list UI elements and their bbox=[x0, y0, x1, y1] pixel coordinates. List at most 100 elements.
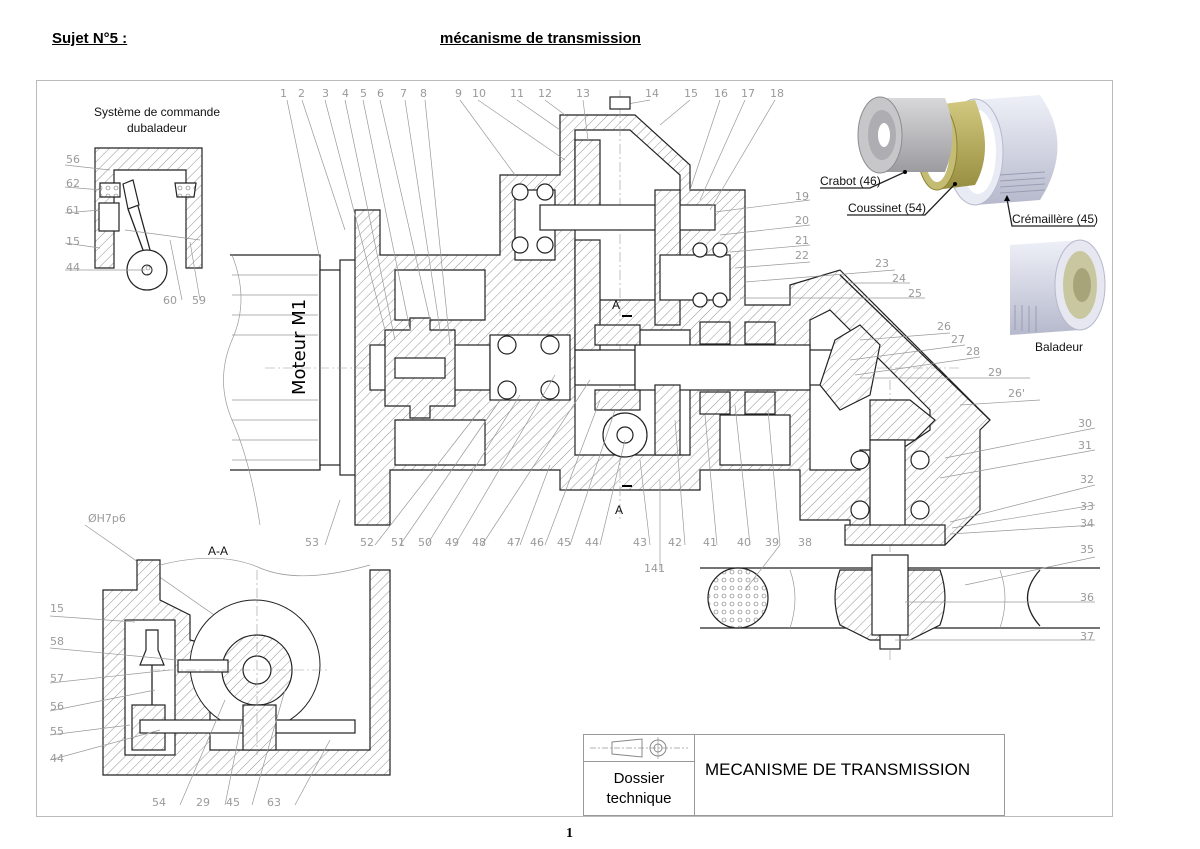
coussinet-label: Coussinet (54) bbox=[848, 201, 926, 215]
section-mark-bottom: A bbox=[615, 503, 623, 517]
title-block: Dossier technique MECANISME DE TRANSMISS… bbox=[583, 734, 1005, 816]
top-part-numbers: 1 2 3 4 5 6 7 8 9 10 11 12 13 14 15 16 1… bbox=[280, 87, 784, 100]
part-number: 45 bbox=[557, 536, 571, 549]
part-number: 63 bbox=[267, 796, 281, 809]
part-number: 48 bbox=[472, 536, 486, 549]
dossier-line-1: Dossier bbox=[613, 769, 665, 787]
part-number: 54 bbox=[152, 796, 166, 809]
motor-label: Moteur M1 bbox=[289, 299, 310, 395]
part-number: 15 bbox=[66, 235, 80, 248]
part-number: 17 bbox=[741, 87, 755, 100]
part-number: 3 bbox=[322, 87, 329, 100]
part-number: 23 bbox=[875, 257, 889, 270]
drawing-name: MECANISME DE TRANSMISSION bbox=[705, 760, 971, 779]
part-number: 56 bbox=[50, 700, 64, 713]
section-title: A-A bbox=[208, 544, 228, 558]
part-number: 37 bbox=[1080, 630, 1094, 643]
part-number: 24 bbox=[892, 272, 906, 285]
part-number: 40 bbox=[737, 536, 751, 549]
part-number: 26 bbox=[937, 320, 951, 333]
control-system-title-1: Système de commande bbox=[94, 105, 220, 119]
part-number: 51 bbox=[391, 536, 405, 549]
part-number: 60 bbox=[163, 294, 177, 307]
part-number: 1 bbox=[280, 87, 287, 100]
part-number: 49 bbox=[445, 536, 459, 549]
part-number: 14 bbox=[645, 87, 659, 100]
control-system-view: Système de commande dubaladeur 56 62 61 … bbox=[64, 105, 220, 307]
part-number: 39 bbox=[765, 536, 779, 549]
control-system-title-2: dubaladeur bbox=[127, 121, 187, 135]
part-number: 44 bbox=[50, 752, 64, 765]
dossier-technique-label: Dossier technique bbox=[584, 762, 694, 815]
part-number: 30 bbox=[1078, 417, 1092, 430]
part-number: 53 bbox=[305, 536, 319, 549]
crabot-label: Crabot (46) bbox=[820, 174, 881, 188]
part-number: 56 bbox=[66, 153, 80, 166]
part-number: 36 bbox=[1080, 591, 1094, 604]
part-number: 16 bbox=[714, 87, 728, 100]
part-number: 15 bbox=[50, 602, 64, 615]
gear-train: A A bbox=[511, 139, 731, 517]
part-number: 11 bbox=[510, 87, 524, 100]
part-number: 42 bbox=[668, 536, 682, 549]
part-number: 12 bbox=[538, 87, 552, 100]
dossier-line-2: technique bbox=[606, 789, 672, 807]
part-number: 61 bbox=[66, 204, 80, 217]
projection-symbol-icon bbox=[584, 735, 694, 762]
part-number: 57 bbox=[50, 672, 64, 685]
part-number: 45 bbox=[226, 796, 240, 809]
part-number: 13 bbox=[576, 87, 590, 100]
part-number: 52 bbox=[360, 536, 374, 549]
part-number: 58 bbox=[50, 635, 64, 648]
page-number: 1 bbox=[566, 826, 573, 841]
part-number: 141 bbox=[644, 562, 665, 575]
drawing-frame bbox=[36, 80, 1113, 817]
section-mark-top: A bbox=[612, 298, 620, 312]
part-number: 41 bbox=[703, 536, 717, 549]
part-number: 31 bbox=[1078, 439, 1092, 452]
part-number: 27 bbox=[951, 333, 965, 346]
right-part-numbers: 19 20 21 22 23 24 25 26 27 28 29 26' 30 … bbox=[795, 190, 1094, 643]
part-number: 59 bbox=[192, 294, 206, 307]
part-number: 18 bbox=[770, 87, 784, 100]
fit-annotation: ØH7p6 bbox=[88, 512, 126, 525]
bottom-part-numbers: 53 52 51 50 49 48 47 46 45 44 43 141 42 … bbox=[305, 536, 812, 575]
part-number: 15 bbox=[684, 87, 698, 100]
motor-m1: Moteur M1 bbox=[223, 254, 361, 526]
cremaillere-label: Crémaillère (45) bbox=[1012, 212, 1098, 226]
part-number: 32 bbox=[1080, 473, 1094, 486]
part-number: 22 bbox=[795, 249, 809, 262]
part-number: 20 bbox=[795, 214, 809, 227]
part-number: 35 bbox=[1080, 543, 1094, 556]
right-leaders bbox=[714, 199, 1096, 641]
title-block-left: Dossier technique bbox=[584, 735, 695, 815]
part-number: 38 bbox=[798, 536, 812, 549]
part-number: 62 bbox=[66, 177, 80, 190]
part-number: 2 bbox=[298, 87, 305, 100]
bottom-leaders bbox=[324, 374, 781, 591]
part-number: 43 bbox=[633, 536, 647, 549]
baladeur-label: Baladeur bbox=[1035, 340, 1083, 354]
part-number: 29 bbox=[988, 366, 1002, 379]
top-leaders bbox=[286, 99, 776, 346]
part-number: 4 bbox=[342, 87, 349, 100]
part-number: 8 bbox=[420, 87, 427, 100]
part-number: 34 bbox=[1080, 517, 1094, 530]
crabot-part bbox=[857, 96, 953, 174]
part-number: 28 bbox=[966, 345, 980, 358]
part-number: 21 bbox=[795, 234, 809, 247]
part-number: 7 bbox=[400, 87, 407, 100]
baladeur-part bbox=[1010, 239, 1106, 335]
part-number: 25 bbox=[908, 287, 922, 300]
part-number: 26' bbox=[1008, 387, 1025, 400]
part-number: 44 bbox=[66, 261, 80, 274]
subject-heading: Sujet N°5 : bbox=[52, 30, 128, 47]
part-number: 19 bbox=[795, 190, 809, 203]
exploded-3d-view: Crabot (46) Coussinet (54) Crémaillère (… bbox=[820, 95, 1106, 354]
part-number: 44 bbox=[585, 536, 599, 549]
part-number: 5 bbox=[360, 87, 367, 100]
bevel-gear-group bbox=[699, 274, 991, 546]
part-number: 10 bbox=[472, 87, 486, 100]
section-a-a-view: A-A ØH7p6 15 58 57 56 55 44 54 29 45 bbox=[49, 512, 391, 809]
